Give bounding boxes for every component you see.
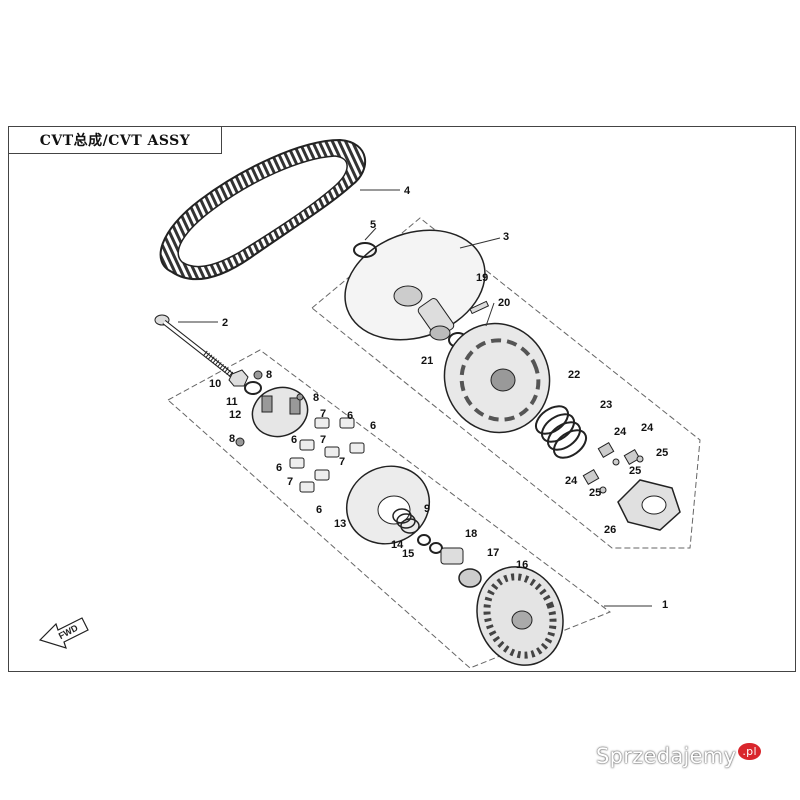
drive-sheave-movable (345, 465, 431, 545)
bracket-hardware (582, 441, 644, 494)
callout-11: 11 (226, 396, 238, 408)
callout-8: 8 (229, 433, 235, 445)
nut (228, 369, 249, 387)
callout-23: 23 (600, 399, 612, 411)
callout-12: 12 (229, 409, 241, 421)
callout-8: 8 (313, 392, 319, 404)
callout-22: 22 (568, 369, 580, 381)
callout-6: 6 (316, 504, 322, 516)
bolt (154, 314, 240, 383)
o-ring (353, 242, 377, 258)
callout-25: 25 (629, 465, 641, 477)
diagram-frame (8, 126, 796, 672)
callout-3: 3 (503, 231, 509, 243)
callout-14: 14 (391, 539, 404, 551)
ring-15 (429, 542, 443, 554)
fwd-arrow: FWD (38, 617, 89, 649)
torque-spring (534, 405, 588, 459)
roller-weights (289, 417, 365, 493)
callout-13: 13 (334, 518, 346, 530)
primary-spring (392, 508, 420, 534)
drive-belt (159, 138, 367, 281)
watermark-suffix: .pl (738, 743, 761, 760)
callout-6: 6 (370, 420, 376, 432)
callout-24: 24 (565, 475, 578, 487)
callout-24: 24 (641, 422, 654, 434)
callout-21: 21 (421, 355, 433, 367)
bushing (440, 547, 464, 565)
watermark-text: Sprzedajemy (596, 744, 737, 768)
spider-assembly (251, 386, 309, 438)
callout-2: 2 (222, 317, 228, 329)
callout-7: 7 (287, 476, 293, 488)
callout-6: 6 (276, 462, 282, 474)
callout-6: 6 (291, 434, 297, 446)
leader-lines (178, 189, 652, 607)
callout-4: 4 (404, 185, 411, 197)
callout-6: 6 (347, 410, 353, 422)
cover-housing (617, 479, 681, 531)
callout-26: 26 (604, 524, 616, 536)
callout-17: 17 (487, 547, 499, 559)
driven-sheave-fixed (344, 229, 486, 341)
drive-face-fan (476, 566, 564, 666)
watermark: Sprzedajemy.pl (596, 743, 761, 768)
diagram-title: CVT总成/CVT ASSY (39, 133, 191, 149)
callout-7: 7 (320, 434, 326, 446)
driven-sheave-movable (443, 322, 551, 434)
callout-5: 5 (370, 219, 376, 231)
callout-8: 8 (266, 369, 272, 381)
secondary-group-outline (311, 217, 701, 549)
callout-18: 18 (465, 528, 477, 540)
callout-7: 7 (320, 408, 326, 420)
callout-10: 10 (209, 378, 221, 390)
callout-25: 25 (589, 487, 601, 499)
callout-1: 1 (662, 599, 668, 611)
callout-24: 24 (614, 426, 627, 438)
callout-19: 19 (476, 272, 488, 284)
callout-7: 7 (339, 456, 345, 468)
ring-14 (417, 534, 431, 546)
primary-group-outline (167, 349, 612, 669)
callout-20: 20 (498, 297, 510, 309)
bearing (458, 568, 482, 588)
diagram-title-box: CVT总成/CVT ASSY (8, 126, 222, 154)
callout-15: 15 (402, 548, 414, 560)
callout-9: 9 (424, 503, 430, 515)
small-bolts (235, 370, 304, 447)
washer (244, 381, 262, 395)
callout-labels: 1234566666777788891011121314151617181920… (209, 185, 668, 611)
callout-25: 25 (656, 447, 668, 459)
key (469, 300, 490, 315)
callout-16: 16 (516, 559, 528, 571)
